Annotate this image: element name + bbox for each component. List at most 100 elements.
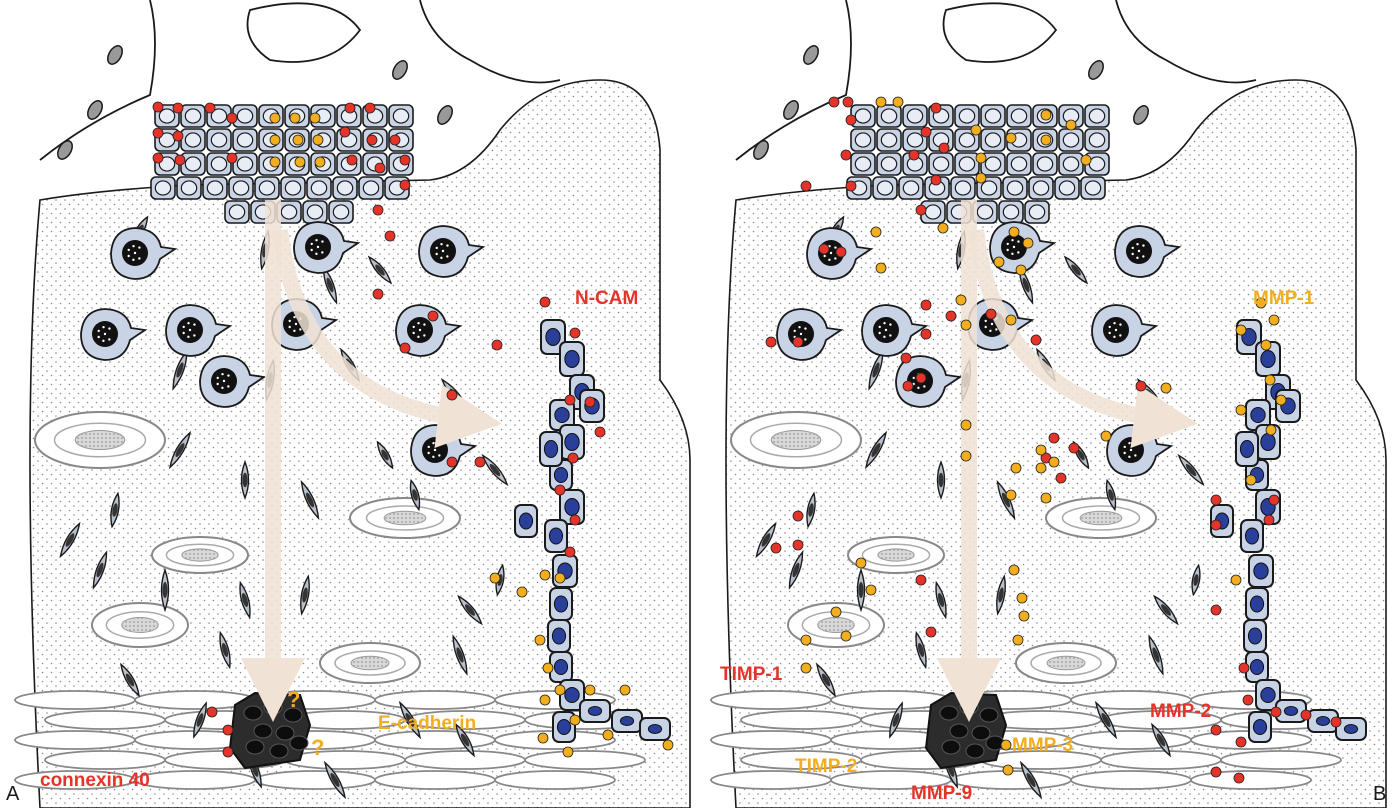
red-marker (540, 297, 550, 307)
red-marker (921, 127, 931, 137)
cell-nucleus (1089, 157, 1104, 171)
cell-nucleus (1037, 157, 1052, 171)
cell-nucleus (985, 109, 1000, 123)
red-marker (373, 205, 383, 215)
blue-nucleus (565, 499, 579, 516)
cell-nucleus (1003, 205, 1018, 219)
red-marker (565, 395, 575, 405)
red-marker (946, 311, 956, 321)
red-marker (819, 244, 829, 254)
yellow-marker (971, 125, 981, 135)
blue-nucleus (648, 725, 661, 734)
yellow-marker (540, 570, 550, 580)
cell-nucleus (955, 181, 970, 195)
yellow-marker (1236, 405, 1246, 415)
yellow-marker (801, 663, 811, 673)
cell-nucleus (907, 133, 922, 147)
red-marker (1211, 725, 1221, 735)
red-marker (447, 390, 457, 400)
gland-ring (152, 537, 248, 573)
yellow-marker (1041, 110, 1051, 120)
red-marker (1211, 520, 1221, 530)
red-marker (1271, 707, 1281, 717)
red-marker (801, 181, 811, 191)
yellow-marker (856, 558, 866, 568)
villus-nucleus (751, 138, 771, 161)
villus-nucleus (105, 43, 125, 66)
yellow-marker (1036, 463, 1046, 473)
yellow-marker (1023, 238, 1033, 248)
red-marker (227, 153, 237, 163)
panel-b (711, 0, 1386, 808)
red-marker (841, 150, 851, 160)
yellow-marker (570, 715, 580, 725)
blue-nucleus (565, 688, 579, 703)
red-marker (1211, 495, 1221, 505)
cell-nucleus (393, 109, 408, 123)
gland-ring (350, 498, 460, 538)
cell-nucleus (207, 181, 222, 195)
yellow-marker (1236, 325, 1246, 335)
red-marker (846, 181, 856, 191)
stromal-cell (162, 570, 169, 610)
cell-nucleus (211, 133, 226, 147)
cell-nucleus (925, 205, 940, 219)
panel-letter-a: A (6, 783, 19, 806)
red-marker (555, 485, 565, 495)
endothelial-cell (540, 432, 562, 466)
cell-nucleus (1063, 157, 1078, 171)
red-marker (1234, 773, 1244, 783)
yellow-marker (270, 157, 280, 167)
yellow-marker (620, 685, 630, 695)
red-marker (931, 175, 941, 185)
blue-nucleus (1250, 660, 1263, 675)
yellow-marker (1016, 265, 1026, 275)
red-marker (1136, 381, 1146, 391)
red-marker (373, 289, 383, 299)
red-marker (939, 143, 949, 153)
blue-nucleus (546, 329, 560, 346)
yellow-marker (1036, 445, 1046, 455)
yellow-marker (1261, 340, 1271, 350)
red-marker (173, 103, 183, 113)
blue-nucleus (1284, 707, 1297, 716)
villus-nucleus (390, 58, 410, 81)
cell-nucleus (1007, 181, 1022, 195)
red-marker (570, 328, 580, 338)
red-marker (223, 725, 233, 735)
question-mark-2: ? (311, 735, 324, 761)
blue-nucleus (588, 707, 601, 716)
red-marker (205, 103, 215, 113)
endothelial-cell (545, 520, 567, 552)
yellow-marker (1017, 593, 1027, 603)
cell-nucleus (959, 157, 974, 171)
red-marker (916, 575, 926, 585)
yellow-marker (1009, 227, 1019, 237)
yellow-marker (961, 320, 971, 330)
red-marker (1239, 663, 1249, 673)
yellow-marker (976, 153, 986, 163)
cell-nucleus (307, 205, 322, 219)
blue-nucleus (1248, 628, 1261, 644)
cell-nucleus (185, 157, 200, 171)
blue-nucleus (1250, 596, 1263, 612)
yellow-marker (866, 585, 876, 595)
yellow-marker (313, 135, 323, 145)
yellow-marker (893, 97, 903, 107)
red-marker (428, 311, 438, 321)
red-marker (345, 103, 355, 113)
cell-nucleus (155, 181, 170, 195)
red-marker (1211, 605, 1221, 615)
blue-nucleus (565, 351, 579, 368)
endothelial-cell (580, 700, 610, 722)
ecadherin-label: E-cadherin (378, 713, 476, 735)
cell-nucleus (907, 109, 922, 123)
red-marker (829, 97, 839, 107)
cell-nucleus (311, 181, 326, 195)
yellow-marker (876, 97, 886, 107)
ncam-label: N-CAM (575, 288, 638, 310)
cell-nucleus (959, 133, 974, 147)
red-marker (1236, 737, 1246, 747)
yellow-marker (1101, 431, 1111, 441)
red-marker (390, 135, 400, 145)
